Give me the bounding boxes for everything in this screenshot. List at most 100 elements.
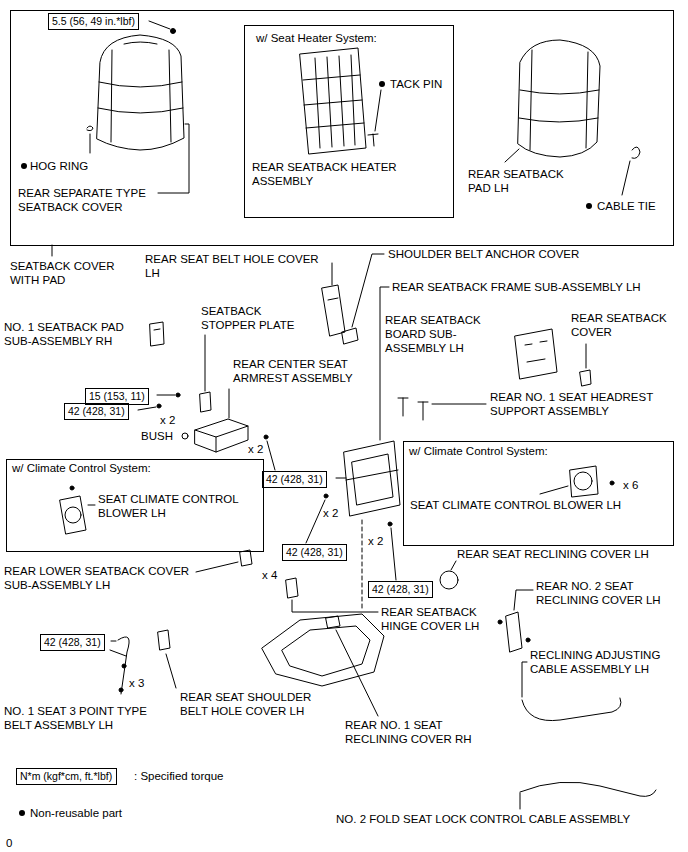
middle-parts-drawing bbox=[610, 481, 614, 485]
middle-parts-drawing bbox=[342, 328, 358, 344]
torque-box: 42 (428, 31) bbox=[368, 581, 433, 598]
middle-parts-drawing bbox=[262, 614, 384, 686]
middle-parts-drawing bbox=[70, 486, 74, 490]
middle-parts-drawing bbox=[526, 638, 530, 642]
seatback-pad-drawing bbox=[519, 50, 599, 150]
middle-parts-drawing bbox=[158, 630, 170, 650]
part-name: RECLINING ADJUSTING CABLE ASSEMBLY LH bbox=[530, 648, 680, 676]
part-name: NO. 2 FOLD SEAT LOCK CONTROL CABLE ASSEM… bbox=[336, 812, 630, 826]
option-box: w/ Climate Control System:x 6SEAT CLIMAT… bbox=[403, 441, 674, 546]
part-name: REAR NO. 2 SEAT RECLINING COVER LH bbox=[536, 579, 676, 607]
middle-parts-drawing bbox=[520, 793, 521, 809]
middle-parts-drawing bbox=[205, 335, 206, 391]
part-name: REAR SEATBACK FRAME SUB-ASSEMBLY LH bbox=[392, 280, 641, 294]
option-box: w/ Seat Heater System: TACK PIN REAR SEATB… bbox=[244, 25, 454, 218]
legend-item: Non-reusable part bbox=[16, 806, 216, 820]
seatback-heater-drawing bbox=[300, 48, 366, 154]
middle-parts-drawing bbox=[182, 433, 188, 439]
torque-box: 42 (428, 31) bbox=[40, 634, 105, 651]
part-name: REAR NO. 1 SEAT RECLINING COVER RH bbox=[345, 718, 480, 746]
middle-parts-drawing bbox=[119, 688, 123, 692]
box-heading: w/ Seat Heater System: bbox=[256, 31, 377, 45]
middle-parts-drawing bbox=[432, 404, 486, 405]
part-name: REAR SEATBACK COVER bbox=[571, 311, 681, 339]
seatback-heater-drawing bbox=[303, 55, 364, 148]
seatback-heater-drawing bbox=[375, 90, 381, 131]
seatback-cover-drawing bbox=[158, 124, 189, 193]
middle-parts-drawing bbox=[322, 285, 345, 336]
middle-parts-drawing bbox=[332, 263, 333, 285]
middle-parts-drawing bbox=[336, 630, 378, 716]
torque-value: 42 (428, 31) bbox=[266, 473, 323, 486]
seatback-cover-drawing bbox=[97, 35, 184, 150]
part-name: TACK PIN bbox=[390, 77, 442, 91]
non-reusable-mark bbox=[19, 810, 25, 816]
torque-value: 42 (428, 31) bbox=[44, 636, 101, 649]
seatback-heater-drawing bbox=[300, 48, 381, 154]
part-name: REAR LOWER SEATBACK COVER SUB-ASSEMBLY L… bbox=[4, 564, 204, 592]
seatback-pad-drawing bbox=[505, 149, 519, 162]
torque-value: 5.5 (56, 49 in.*lbf) bbox=[52, 15, 135, 28]
seatback-heater-drawing bbox=[368, 134, 378, 146]
seatback-cover-drawing bbox=[90, 134, 91, 153]
middle-parts-drawing bbox=[574, 472, 592, 490]
middle-parts-drawing bbox=[240, 550, 252, 566]
part-name: NO. 1 SEAT 3 POINT TYPE BELT ASSEMBLY LH bbox=[4, 704, 164, 732]
quantity: x 2 bbox=[368, 534, 383, 548]
part-name: REAR SEPARATE TYPE SEATBACK COVER bbox=[18, 186, 168, 214]
middle-parts-drawing bbox=[570, 466, 598, 497]
legend-note: : Specified torque bbox=[134, 769, 224, 783]
quantity: x 2 bbox=[248, 442, 263, 456]
part-name: CABLE TIE bbox=[597, 199, 656, 213]
seatback-pad-drawing bbox=[622, 161, 630, 195]
middle-parts-drawing bbox=[111, 641, 116, 642]
middle-parts-drawing bbox=[110, 637, 129, 694]
middle-parts-drawing bbox=[344, 441, 400, 516]
part-name: SHOULDER BELT ANCHOR COVER bbox=[388, 247, 579, 261]
middle-parts-drawing bbox=[506, 612, 522, 652]
page-number: 0 bbox=[6, 836, 12, 850]
legend-torque-box: N*m (kgf*cm, ft.*lbf) bbox=[16, 768, 117, 785]
non-reusable-mark bbox=[586, 203, 592, 209]
part-name: REAR CENTER SEAT ARMREST ASSEMBLY bbox=[233, 357, 383, 385]
middle-parts-drawing bbox=[157, 404, 161, 408]
middle-parts-drawing bbox=[522, 698, 621, 721]
middle-parts-drawing bbox=[515, 329, 557, 379]
middle-parts-drawing bbox=[65, 507, 81, 523]
middle-parts-drawing bbox=[362, 520, 363, 610]
part-name: NO. 1 SEATBACK PAD SUB-ASSEMBLY RH bbox=[4, 320, 144, 348]
part-name: REAR SEAT SHOULDER BELT HOLE COVER LH bbox=[180, 690, 330, 718]
torque-value: N*m (kgf*cm, ft.*lbf) bbox=[20, 770, 112, 783]
middle-parts-drawing bbox=[326, 616, 340, 628]
middle-parts-drawing bbox=[292, 600, 378, 612]
part-name: REAR SEATBACK HEATER ASSEMBLY bbox=[252, 160, 417, 188]
middle-parts-drawing bbox=[514, 590, 533, 610]
seatback-pad-drawing bbox=[518, 40, 600, 157]
quantity: x 2 bbox=[323, 506, 338, 520]
part-name: REAR SEATBACK BOARD SUB-ASSEMBLY LH bbox=[385, 313, 510, 355]
option-box: w/ Climate Control System:SEAT CLIMATE C… bbox=[6, 459, 264, 552]
part-name: SEAT CLIMATE CONTROL BLOWER LH bbox=[410, 498, 621, 512]
middle-parts-drawing bbox=[522, 662, 527, 697]
leader-line bbox=[52, 245, 53, 256]
middle-parts-drawing bbox=[498, 620, 502, 624]
non-reusable-mark bbox=[21, 163, 27, 169]
torque-value: 42 (428, 31) bbox=[68, 405, 125, 418]
middle-parts-drawing bbox=[122, 664, 126, 668]
part-name: HOG RING bbox=[30, 159, 88, 173]
middle-parts-drawing bbox=[60, 254, 656, 809]
middle-parts-drawing bbox=[586, 344, 587, 368]
middle-parts-drawing bbox=[380, 287, 389, 440]
quantity: x 2 bbox=[160, 413, 175, 427]
middle-parts-drawing bbox=[267, 441, 275, 470]
middle-parts-drawing bbox=[520, 782, 656, 796]
part-name: x 6 bbox=[623, 478, 638, 492]
middle-parts-drawing bbox=[286, 578, 298, 598]
component-group-box: HOG RING REAR SEPARATE TYPE SEATBACK COVE… bbox=[10, 10, 674, 246]
torque-box: 42 (428, 31) bbox=[262, 471, 327, 488]
seatback-cover-drawing bbox=[149, 21, 170, 29]
part-name: SEATBACK COVER WITH PAD bbox=[10, 259, 125, 287]
part-name: SEAT CLIMATE CONTROL BLOWER LH bbox=[98, 492, 256, 520]
torque-value: 15 (153, 11) bbox=[89, 390, 145, 403]
